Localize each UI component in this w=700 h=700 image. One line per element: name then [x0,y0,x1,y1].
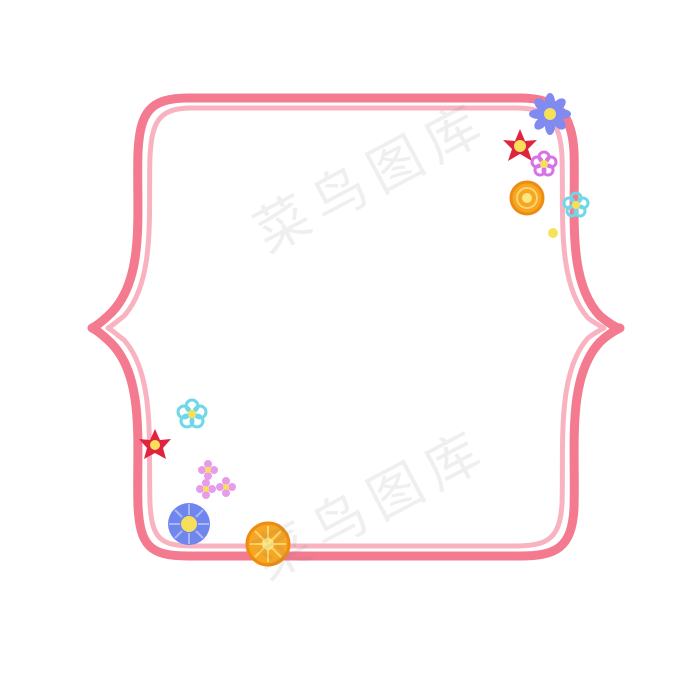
orange-flower-icon [509,180,545,216]
frame-inner-stroke [105,105,607,549]
blue-daisy-icon [168,503,210,545]
pink-flower-cluster-icon [196,460,236,499]
cyan-flower-icon [562,191,590,218]
red-flower-icon [503,129,537,161]
frame-outer-stroke [87,93,625,561]
periwinkle-daisy-icon [529,93,571,135]
red-flower-icon [139,429,171,459]
yellow-dot-icon [548,228,558,238]
orange-flower-icon [245,521,291,567]
pink-flower-icon [530,150,558,177]
cyan-flower-icon [176,398,208,429]
